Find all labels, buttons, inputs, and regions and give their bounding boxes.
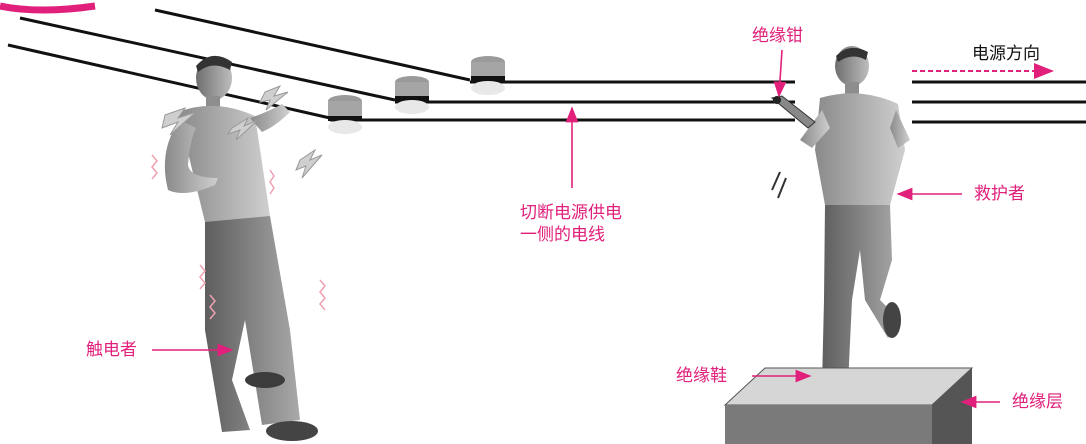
electric-spark-icon xyxy=(151,154,326,320)
victim-figure xyxy=(164,55,318,441)
power-wires xyxy=(912,80,1086,124)
power-direction-label: 电源方向 xyxy=(972,44,1040,64)
cut-wire-label-line1: 切断电源供电 xyxy=(520,203,622,223)
corner-arc xyxy=(0,2,96,14)
rescuer-label: 救护者 xyxy=(974,184,1025,204)
electric-spark-icon xyxy=(161,84,323,179)
insulated-pliers-label: 绝缘钳 xyxy=(752,26,803,46)
victim-label: 触电者 xyxy=(86,340,137,360)
pliers-arrow xyxy=(773,49,787,98)
insulating-platform xyxy=(723,367,974,444)
insulating-layer-label: 绝缘层 xyxy=(1012,392,1063,412)
insulator-icon xyxy=(328,95,362,134)
cut-wire-label-line2: 一侧的电线 xyxy=(520,225,605,245)
insulated-shoes-label: 绝缘鞋 xyxy=(676,366,727,386)
annotation-arrows xyxy=(152,49,1000,409)
rescuer-figure xyxy=(770,46,910,391)
insulator-icon xyxy=(471,56,505,95)
insulator-icon xyxy=(395,76,429,114)
cut-wire-fragment xyxy=(771,171,787,199)
cut-wires xyxy=(330,80,795,122)
